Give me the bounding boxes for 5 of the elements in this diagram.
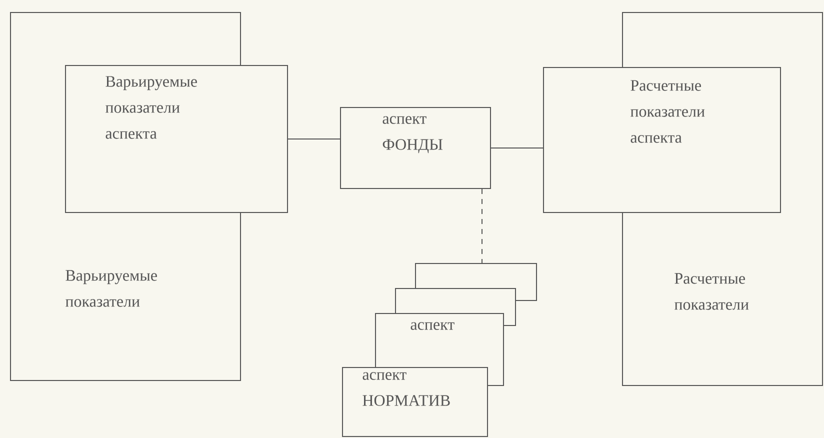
box: Варьируемые показатели аспекта xyxy=(65,65,288,213)
box: аспект НОРМАТИВ xyxy=(342,366,488,437)
box: Расчетные показатели аспекта xyxy=(543,67,781,213)
box: аспект ФОНДЫ xyxy=(340,107,491,189)
line xyxy=(288,138,340,140)
